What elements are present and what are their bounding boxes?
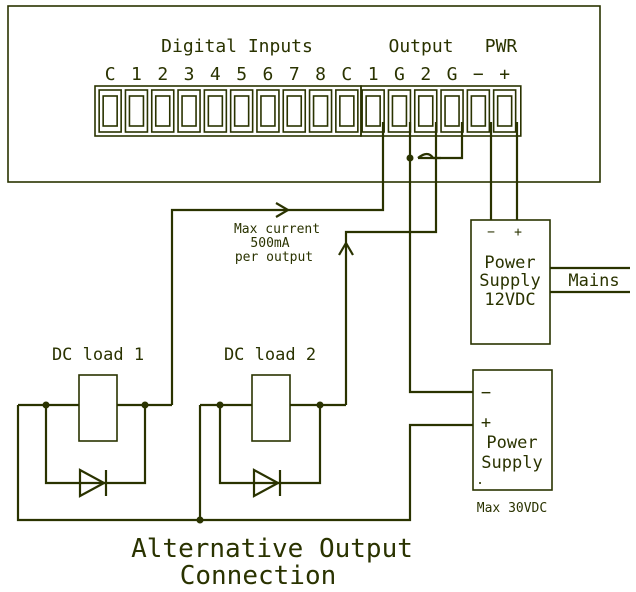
- load2-diode-loop: [218, 405, 322, 485]
- max30-label: Max 30VDC: [477, 501, 547, 516]
- terminal-screw: [150, 89, 175, 133]
- pin-label: C: [105, 64, 116, 85]
- psu12-line2: Supply: [479, 271, 540, 291]
- psu30-minus: −: [481, 383, 491, 403]
- pin-label: 6: [263, 64, 274, 85]
- terminal-screw: [124, 89, 149, 133]
- psu30-dot: .: [476, 473, 484, 488]
- psu-30v-box: [472, 369, 553, 491]
- psu12-minus: −: [487, 225, 495, 240]
- load1-label: DC load 1: [52, 345, 144, 365]
- terminal-screw: [440, 89, 464, 133]
- terminal-slot: [128, 95, 145, 127]
- pin-label: 1: [368, 64, 379, 85]
- terminal-slot: [260, 95, 276, 127]
- output-wiring: [170, 122, 519, 405]
- pin-label: G: [447, 64, 458, 85]
- pin-label: −: [473, 64, 484, 85]
- terminal-screw: [98, 89, 122, 133]
- terminal-slot: [470, 95, 487, 127]
- pin-label: 4: [210, 64, 221, 85]
- terminal-slot: [286, 95, 303, 127]
- terminal-slot: [417, 95, 434, 127]
- output-terminal-group: [360, 85, 522, 137]
- output1-wire: [170, 122, 385, 405]
- pin-label: 7: [289, 64, 300, 85]
- pin-label: C: [341, 64, 352, 85]
- terminal-slot: [496, 95, 513, 127]
- terminal-slot: [207, 95, 224, 127]
- note-line3: per output: [235, 250, 313, 265]
- terminal-screw: [282, 89, 307, 133]
- load2-coil: [251, 374, 291, 442]
- terminal-screw: [387, 89, 412, 133]
- ground-hop: [417, 152, 434, 159]
- terminal-slot: [233, 95, 250, 127]
- terminal-block: [94, 85, 522, 137]
- output-label: Output: [388, 36, 453, 57]
- terminal-screw: [413, 89, 438, 133]
- pin-label: 2: [420, 64, 431, 85]
- psu-12v-box: [470, 219, 551, 345]
- note-line1: Max current: [234, 222, 320, 237]
- terminal-screw: [308, 89, 333, 133]
- pin-label: 8: [315, 64, 326, 85]
- psu30-plus: +: [481, 413, 491, 433]
- terminal-screw: [361, 89, 385, 133]
- terminal-slot: [339, 95, 355, 127]
- note-line2: 500mA: [250, 236, 289, 251]
- psu12-line3: 12VDC: [484, 290, 535, 310]
- diode2-icon: [252, 468, 281, 498]
- pin-label: G: [394, 64, 405, 85]
- pwr-label: PWR: [485, 36, 518, 57]
- current-arrow-1: [275, 202, 291, 218]
- terminal-slot: [444, 95, 460, 127]
- terminal-screw: [203, 89, 228, 133]
- load1-diode-loop: [44, 405, 147, 485]
- psu30-line1: Power: [486, 433, 537, 453]
- terminal-slot: [181, 95, 197, 127]
- ground-to-psu30: [408, 158, 473, 394]
- terminal-slot: [365, 95, 381, 127]
- footer-line1: Alternative Output: [131, 534, 413, 564]
- input-terminal-group: [94, 85, 362, 137]
- terminal-screw: [466, 89, 491, 133]
- ground2-wire: [418, 122, 464, 160]
- terminal-slot: [312, 95, 329, 127]
- pin-label: 5: [236, 64, 247, 85]
- digital-inputs-label: Digital Inputs: [161, 36, 313, 57]
- diode1-icon: [78, 468, 107, 498]
- terminal-screw: [492, 89, 517, 133]
- terminal-screw: [335, 89, 359, 133]
- return-junction-dot: [196, 516, 204, 524]
- load2-label: DC load 2: [224, 345, 316, 365]
- psu30-line2: Supply: [481, 453, 542, 473]
- terminal-slot: [154, 95, 171, 127]
- psu30-plus-wire: [16, 405, 473, 522]
- terminal-screw: [177, 89, 201, 133]
- load1-coil: [78, 374, 118, 442]
- controller-enclosure: [7, 5, 601, 183]
- terminal-screw: [256, 89, 280, 133]
- footer-line2: Connection: [180, 561, 337, 591]
- psu12-line1: Power: [484, 253, 535, 273]
- pin-label: +: [499, 64, 510, 85]
- pin-label: 1: [131, 64, 142, 85]
- mains-label: Mains: [568, 271, 619, 291]
- current-arrow-2: [338, 240, 354, 256]
- terminal-screw: [229, 89, 254, 133]
- pin-label: 3: [184, 64, 195, 85]
- terminal-slot: [391, 95, 408, 127]
- pin-label: 2: [157, 64, 168, 85]
- terminal-slot: [102, 95, 118, 127]
- output2-wire-b: [344, 160, 438, 405]
- psu12-plus: +: [514, 225, 522, 240]
